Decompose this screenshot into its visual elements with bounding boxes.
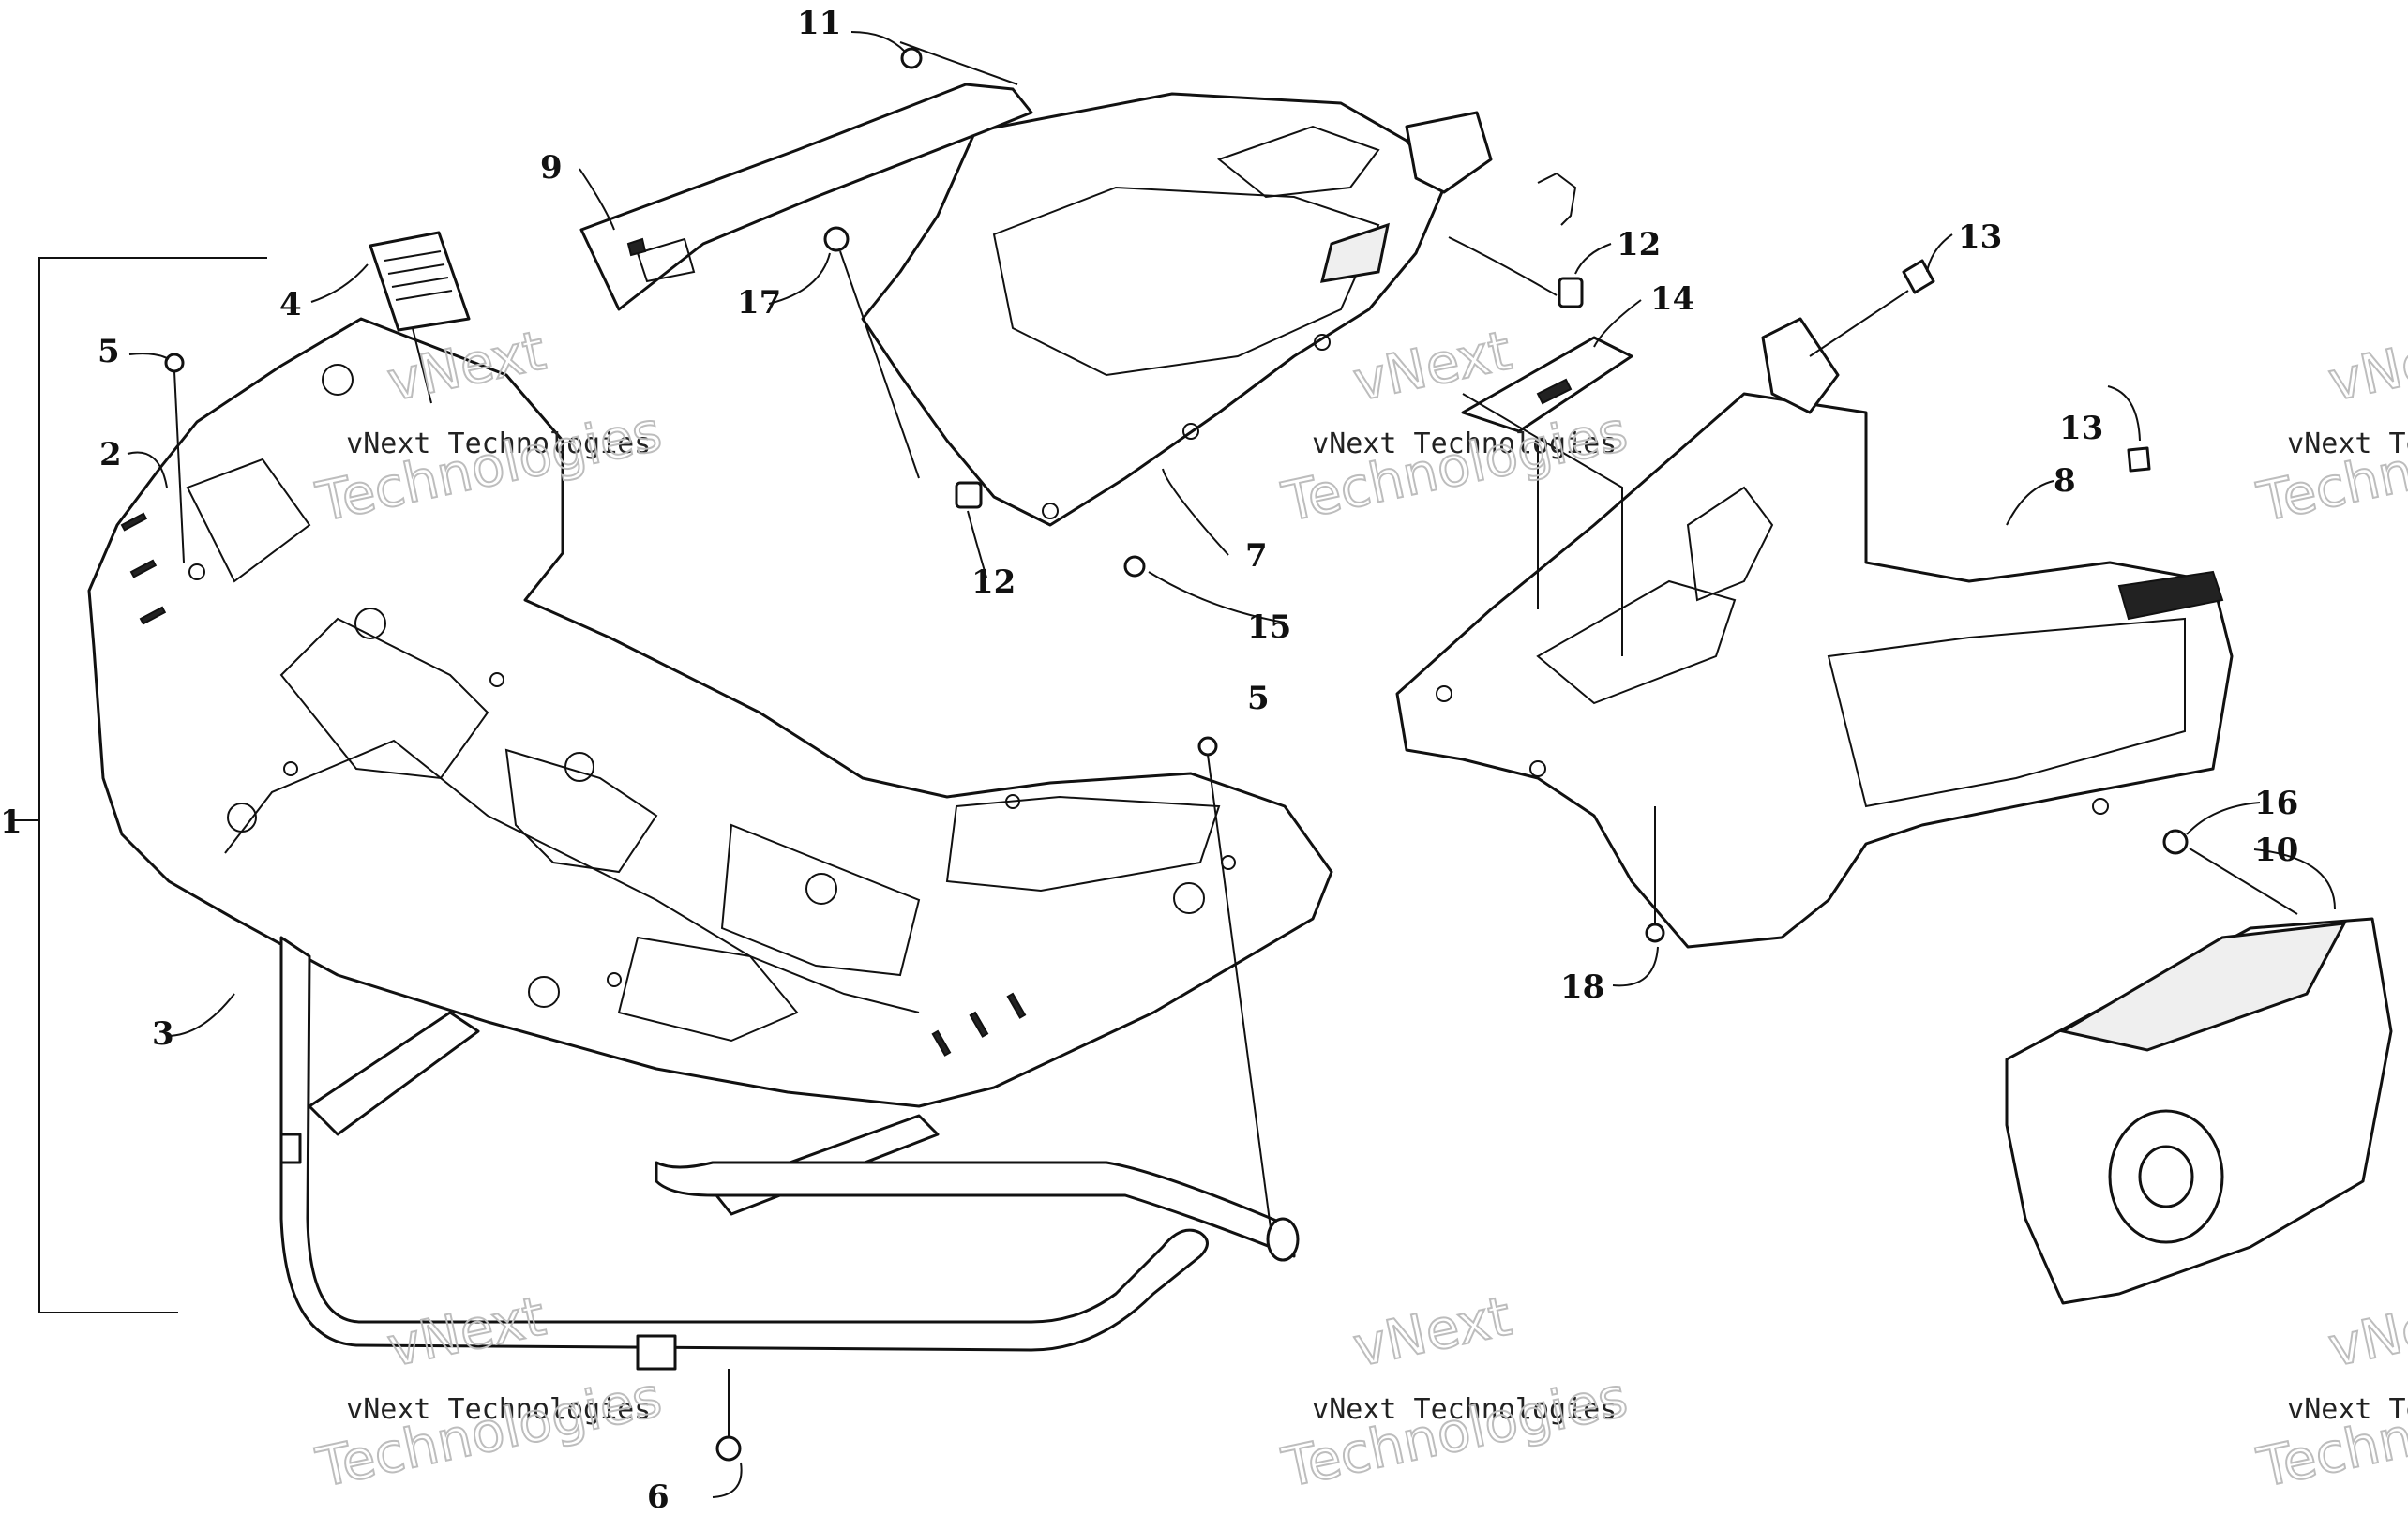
watermark-5: vNext vNext Technologies Technologies — [1276, 1283, 1634, 1500]
callout-13-top: 13 — [1958, 218, 2002, 256]
assembly-bracket — [9, 257, 267, 1313]
leader-lines — [127, 31, 2336, 1498]
callout-7: 7 — [1245, 537, 1268, 575]
watermark-6: vNext vNext Technologies Technologies — [2251, 1283, 2408, 1500]
watermark-line3: Technologies — [2252, 399, 2408, 534]
watermark-line2: vNext Technologies — [346, 1393, 651, 1426]
watermark-line1: vNext — [2323, 1283, 2408, 1379]
callout-1: 1 — [0, 803, 23, 841]
front-rack-part — [87, 317, 1333, 1108]
callout-18: 18 — [1560, 968, 1604, 1006]
warning-decal-part — [369, 231, 471, 404]
callout-14: 14 — [1650, 280, 1694, 318]
callout-4: 4 — [279, 286, 302, 323]
callout-15: 15 — [1247, 608, 1291, 646]
callout-8: 8 — [2054, 462, 2076, 500]
watermark-line2: vNext Technologies — [1312, 1393, 1617, 1426]
watermark-line1: vNext — [2323, 318, 2408, 413]
fasteners — [164, 47, 2189, 1462]
bumper-tube-part — [279, 936, 1300, 1371]
callout-13-right: 13 — [2059, 410, 2103, 447]
watermark-line1: vNext — [1347, 1283, 1516, 1379]
callout-5-right: 5 — [1247, 680, 1270, 717]
callout-5-left: 5 — [98, 333, 120, 370]
callout-2: 2 — [99, 436, 122, 473]
upper-cover-part — [861, 92, 1493, 527]
watermark-line3: Technologies — [1277, 1365, 1633, 1500]
watermark-line3: Technologies — [2252, 1365, 2408, 1500]
callout-16: 16 — [2254, 785, 2298, 822]
watermark-line3: Technologies — [311, 1365, 668, 1500]
callout-9: 9 — [540, 149, 563, 187]
panel-insert-part — [1461, 336, 1633, 609]
side-panel-part — [579, 83, 1033, 311]
watermark-line2: vNext Technologies — [1312, 428, 1617, 460]
callout-11: 11 — [797, 5, 841, 42]
watermark-3: vNext vNext Technologies Technologies — [2251, 317, 2408, 534]
watermark-line2: vNext Technologies — [2287, 428, 2408, 460]
callout-12-upper: 12 — [1617, 226, 1661, 263]
watermark-line2: vNext Technologies — [2287, 1393, 2408, 1426]
callout-10: 10 — [2254, 832, 2298, 869]
watermark-4: vNext vNext Technologies Technologies — [310, 1283, 669, 1500]
vent-housing-part — [2005, 917, 2393, 1305]
watermark-line1: vNext — [382, 1283, 550, 1379]
callout-12-lower: 12 — [971, 563, 1016, 601]
watermark-line2: vNext Technologies — [346, 428, 651, 460]
callout-6: 6 — [647, 1478, 670, 1516]
callout-labels: 1 2 3 4 5 5 6 7 8 9 10 11 12 12 13 13 14… — [0, 5, 2298, 1516]
right-body-panel-part — [1395, 317, 2234, 949]
watermark-line3: Technologies — [1277, 399, 1633, 534]
callout-17: 17 — [737, 284, 781, 322]
callout-3: 3 — [152, 1015, 174, 1053]
